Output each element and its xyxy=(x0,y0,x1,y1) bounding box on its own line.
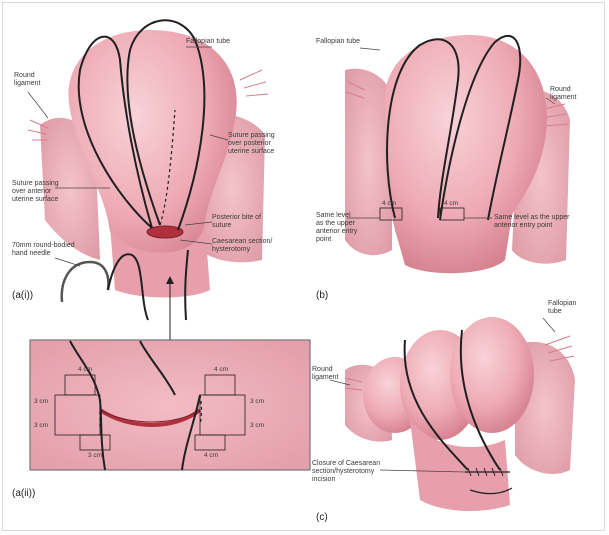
label-a2-bottom-left: 3 cm xyxy=(88,452,102,459)
label-a2-top-right: 4 cm xyxy=(214,366,228,373)
label-closure: Closure of Caesarean section/hysterotomy… xyxy=(312,460,380,484)
label-a2-left-lower: 3 cm xyxy=(34,422,48,429)
label-round-ligament-c: Round ligament xyxy=(312,366,338,382)
panel-b-illustration xyxy=(345,35,570,273)
panel-a2-illustration xyxy=(30,340,310,470)
panel-label-a2: (a(ii)) xyxy=(12,488,35,499)
label-same-level-right: Same level as the upper anterior entry p… xyxy=(494,214,570,230)
label-fallopian-tube-b: Fallopian tube xyxy=(316,38,360,46)
label-a2-right-upper: 3 cm xyxy=(250,398,264,405)
label-a2-right-lower: 3 cm xyxy=(250,422,264,429)
label-posterior-bite: Posterior bite of suture xyxy=(212,214,261,230)
label-a2-left-upper: 3 cm xyxy=(34,398,48,405)
panel-label-a1: (a(i)) xyxy=(12,290,33,301)
label-needle: 70mm round-bodied hand needle xyxy=(12,242,75,258)
panel-a1-illustration xyxy=(28,20,268,320)
label-measure-b-right: 4 cm xyxy=(444,200,458,207)
label-round-ligament-b: Round ligament xyxy=(550,86,576,102)
label-same-level-left: Same level as the upper anterior entry p… xyxy=(316,212,357,244)
panel-label-b: (b) xyxy=(316,290,328,301)
label-fallopian-tube-a1: Fallopian tube xyxy=(186,38,230,46)
label-suture-posterior: Suture passing over posterior uterine su… xyxy=(228,132,275,156)
label-a2-bottom-right: 4 cm xyxy=(204,452,218,459)
label-suture-anterior: Suture passing over anterior uterine sur… xyxy=(12,180,59,204)
label-round-ligament-a1: Round ligament xyxy=(14,72,40,88)
panel-label-c: (c) xyxy=(316,512,328,523)
label-measure-b-left: 4 cm xyxy=(382,200,396,207)
needle-a1 xyxy=(62,262,109,302)
label-caesarean-incision: Caesarean section/ hysterotomy xyxy=(212,238,272,254)
label-a2-top-left: 4 cm xyxy=(78,366,92,373)
label-fallopian-tube-c: Fallopian tube xyxy=(548,300,576,316)
